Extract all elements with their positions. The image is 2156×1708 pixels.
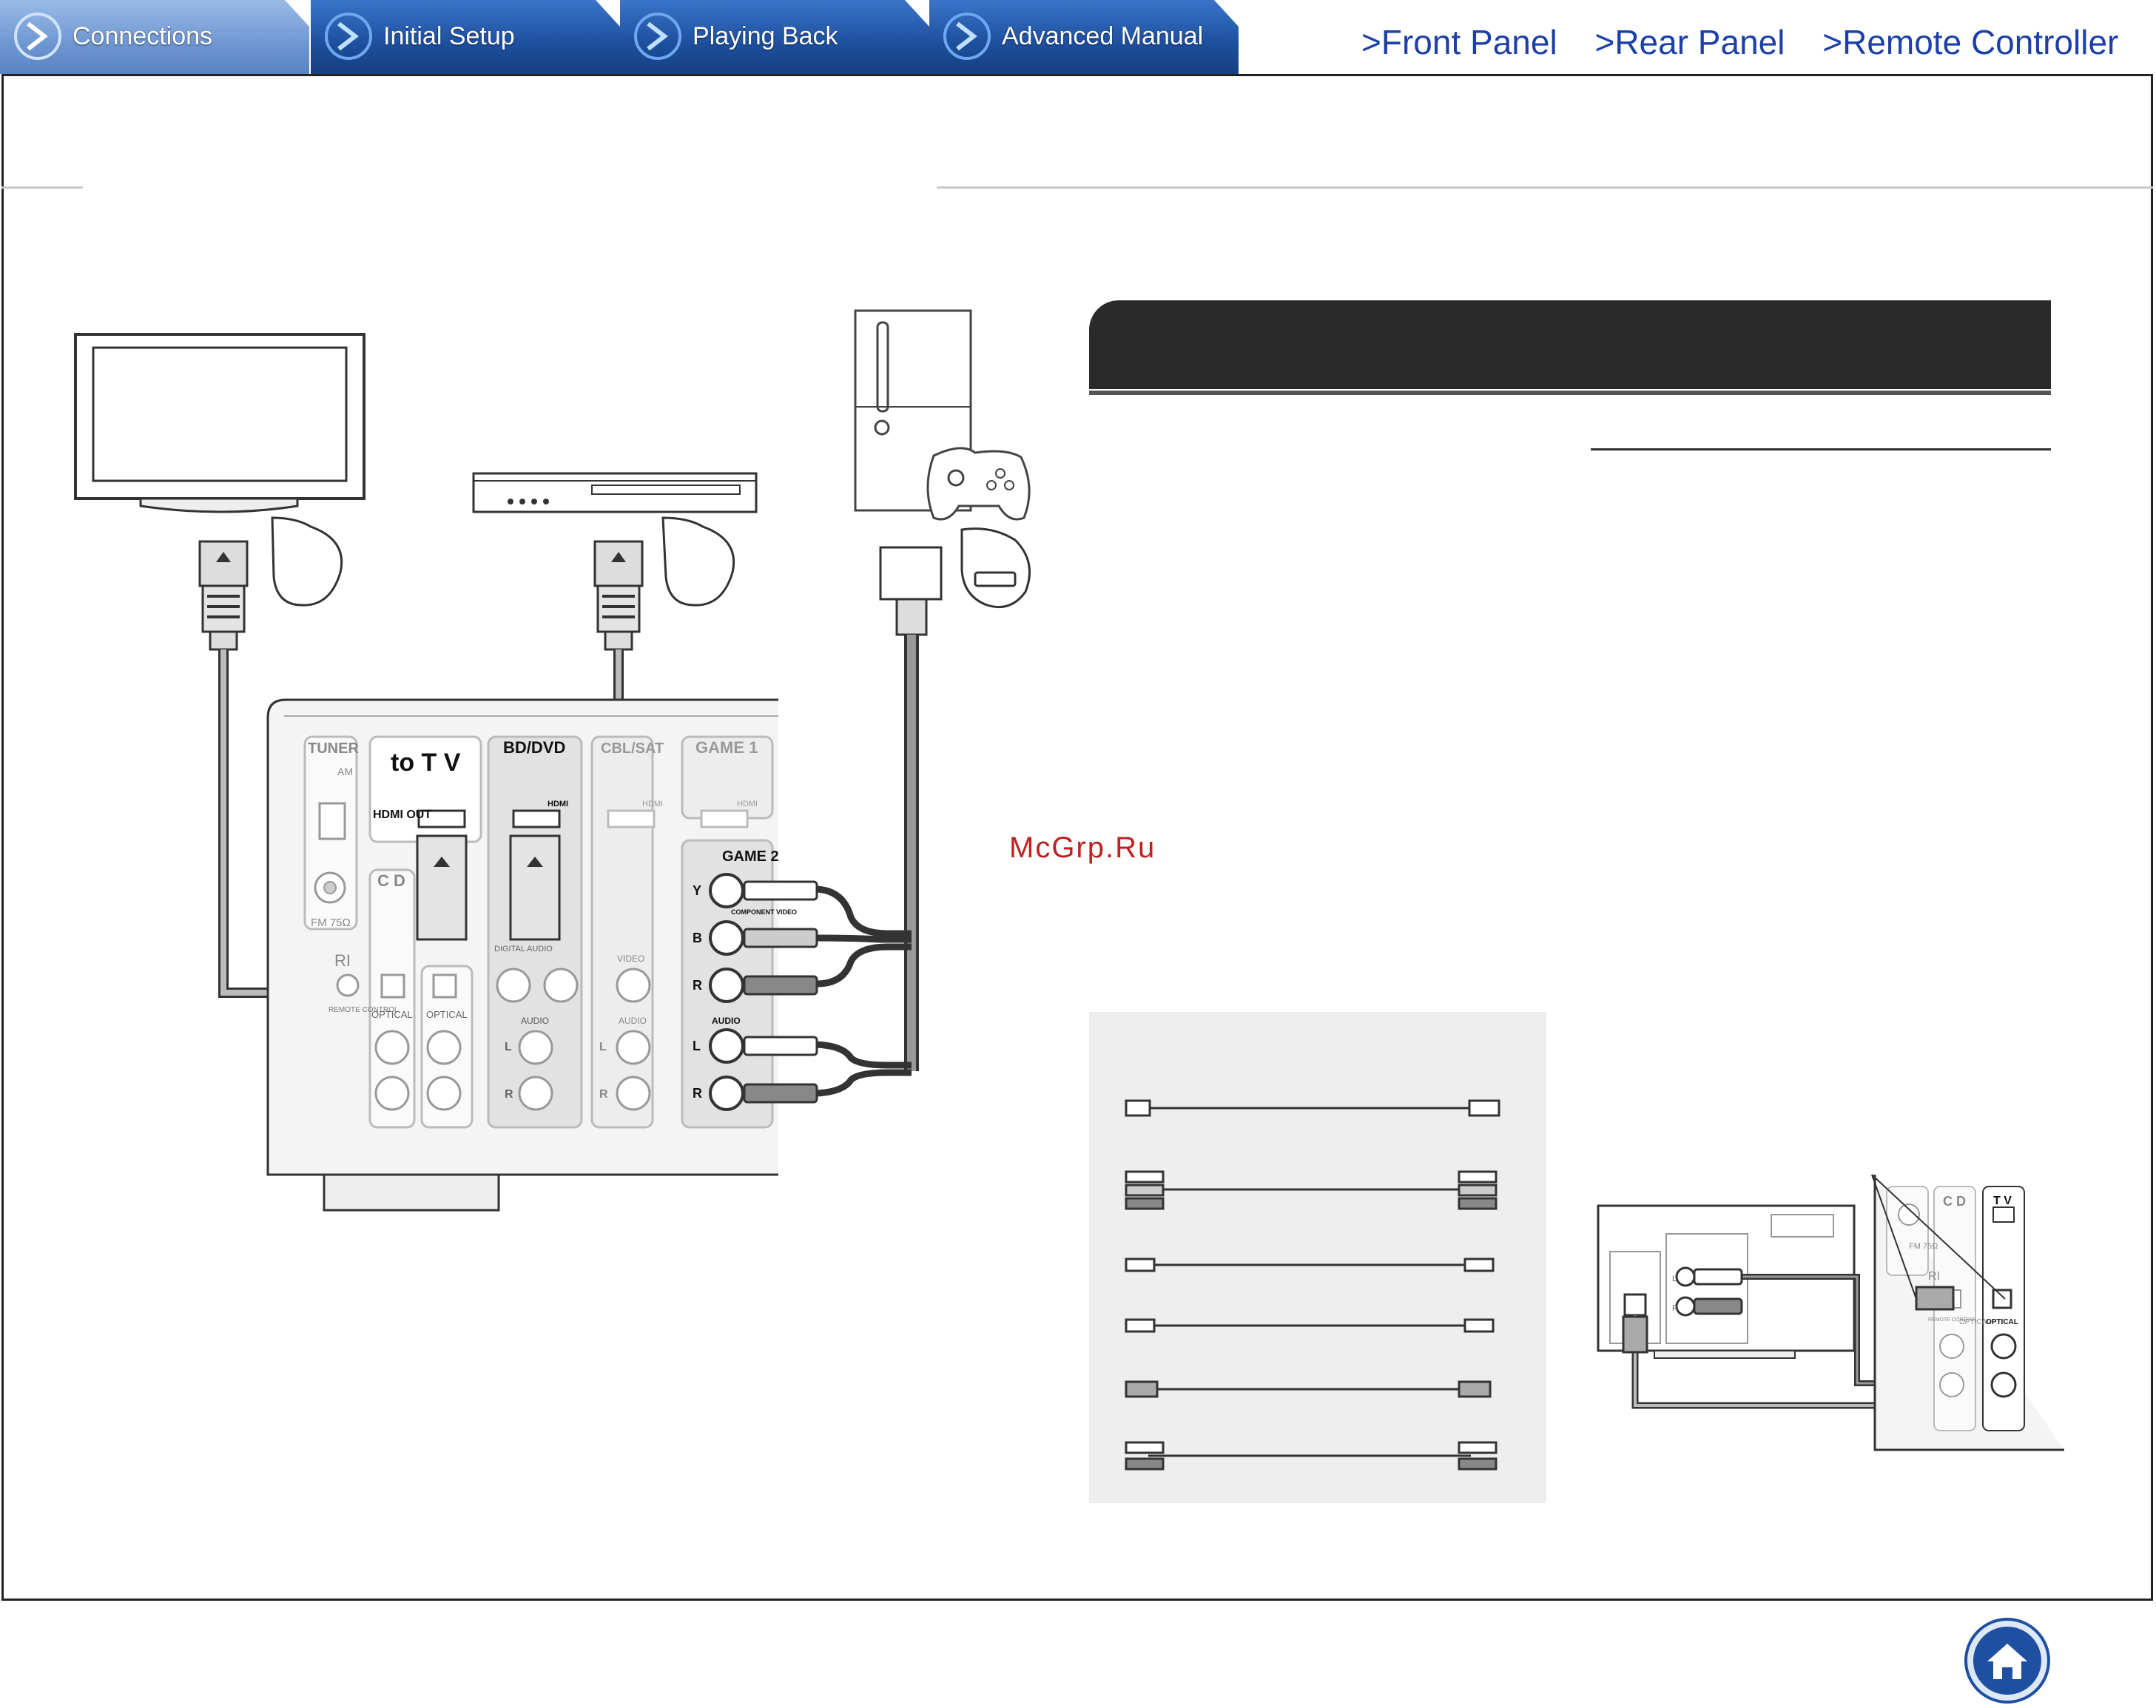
game-console-illustration [854, 309, 1031, 521]
optical-label: OPTICAL [426, 1009, 468, 1020]
section-heading-bar [1089, 300, 2051, 395]
audio-label: AUDIO [521, 1016, 549, 1026]
optical-label: OPTICAL [371, 1009, 413, 1020]
watermark-text: McGrp.Ru [1009, 831, 1156, 864]
r-label: R [693, 978, 702, 993]
tab-initial-setup[interactable]: Initial Setup [311, 0, 620, 74]
tv-connection-inset: C D T V FM 75Ω RI REMOTE CONTROL OPTICAL… [1597, 1174, 2064, 1451]
front-panel-link[interactable]: >Front Panel [1361, 23, 1557, 61]
chevron-right-icon [634, 13, 681, 60]
tab-label: Initial Setup [383, 22, 515, 50]
page-frame [1, 74, 2153, 1601]
tab-connections[interactable]: Connections [0, 0, 309, 74]
top-tab-bar: Connections Initial Setup Playing Back A… [0, 0, 1243, 74]
hdmi-label: HDMI [642, 800, 663, 809]
hdmi-out-label: HDMI OUT [373, 809, 431, 821]
tab-advanced-manual[interactable]: Advanced Manual [929, 0, 1239, 74]
chevron-right-icon [14, 13, 61, 60]
rear-panel-link[interactable]: >Rear Panel [1594, 23, 1785, 61]
am-label: AM [337, 766, 353, 777]
cable-legend-panel [1089, 1012, 1546, 1503]
tab-label: Advanced Manual [1002, 22, 1204, 50]
fm-label: FM 75Ω [311, 917, 351, 929]
chevron-right-icon [325, 13, 372, 60]
b-label: B [693, 931, 702, 945]
digital-audio-label: DIGITAL AUDIO [494, 945, 553, 953]
receiver-rear-panel: TUNER AM FM 75Ω RI REMOTE CONTROL to T V… [266, 698, 818, 1212]
cd-label: C D [1943, 1194, 1966, 1209]
hdmi-plug [198, 540, 249, 651]
tv-illustration [74, 333, 365, 513]
optical-label: OPTICAL [1959, 1318, 1991, 1326]
divider [937, 186, 2153, 189]
remote-control-label: REMOTE CONTROL [329, 1006, 399, 1014]
remote-control-label: REMOTE CONTROL [1928, 1317, 1977, 1323]
bd-dvd-label: BD/DVD [503, 738, 565, 757]
l-label: L [693, 1039, 701, 1053]
home-icon [1964, 1618, 2050, 1704]
video-label: VIDEO [617, 953, 644, 964]
r-label: R [693, 1086, 702, 1101]
rca-plug [743, 880, 818, 1104]
l-label: L [599, 1041, 607, 1053]
divider [1, 186, 83, 189]
r-label: R [1672, 1304, 1678, 1313]
game2-label: GAME 2 [722, 848, 779, 865]
panel-nav-links: >Front Panel >Rear Panel >Remote Control… [1361, 22, 2118, 62]
optical-label: OPTICAL [1986, 1318, 2018, 1326]
fm-label: FM 75Ω [1909, 1242, 1938, 1251]
remote-controller-link[interactable]: >Remote Controller [1822, 23, 2119, 61]
y-label: Y [693, 883, 701, 898]
hdmi-label: HDMI [548, 800, 568, 809]
l-label: L [505, 1041, 512, 1053]
game1-label: GAME 1 [695, 738, 758, 757]
hdmi-plug [416, 834, 561, 941]
audio-label: AUDIO [712, 1016, 741, 1026]
l-label: L [1672, 1275, 1677, 1283]
r-label: R [505, 1088, 513, 1101]
tab-playing-back[interactable]: Playing Back [620, 0, 929, 74]
tab-label: Connections [73, 22, 213, 50]
tuner-label: TUNER [308, 740, 359, 757]
r-label: R [599, 1088, 608, 1101]
subheading-rule [1591, 448, 2051, 450]
bd-dvd-player-illustration [472, 472, 758, 513]
home-button[interactable] [1964, 1617, 2051, 1704]
component-cable [816, 635, 919, 1097]
cbl-sat-label: CBL/SAT [601, 740, 664, 757]
hdmi-plug [593, 540, 644, 651]
hdmi-label: HDMI [737, 800, 758, 809]
chevron-right-icon [943, 13, 991, 60]
tv-label: T V [1993, 1195, 2012, 1207]
ri-label: RI [1928, 1270, 1940, 1283]
cd-label: C D [377, 871, 405, 890]
audio-label: AUDIO [619, 1016, 647, 1026]
cable-types-illustration [1125, 1099, 1500, 1471]
connector-callout [271, 516, 1031, 609]
component-video-label: COMPONENT VIDEO [731, 908, 797, 916]
tab-label: Playing Back [693, 22, 838, 50]
component-plug [879, 546, 943, 636]
ri-label: RI [334, 951, 351, 970]
connection-diagram: TUNER AM FM 75Ω RI REMOTE CONTROL to T V… [74, 309, 1031, 1212]
to-tv-label: to T V [391, 749, 461, 777]
